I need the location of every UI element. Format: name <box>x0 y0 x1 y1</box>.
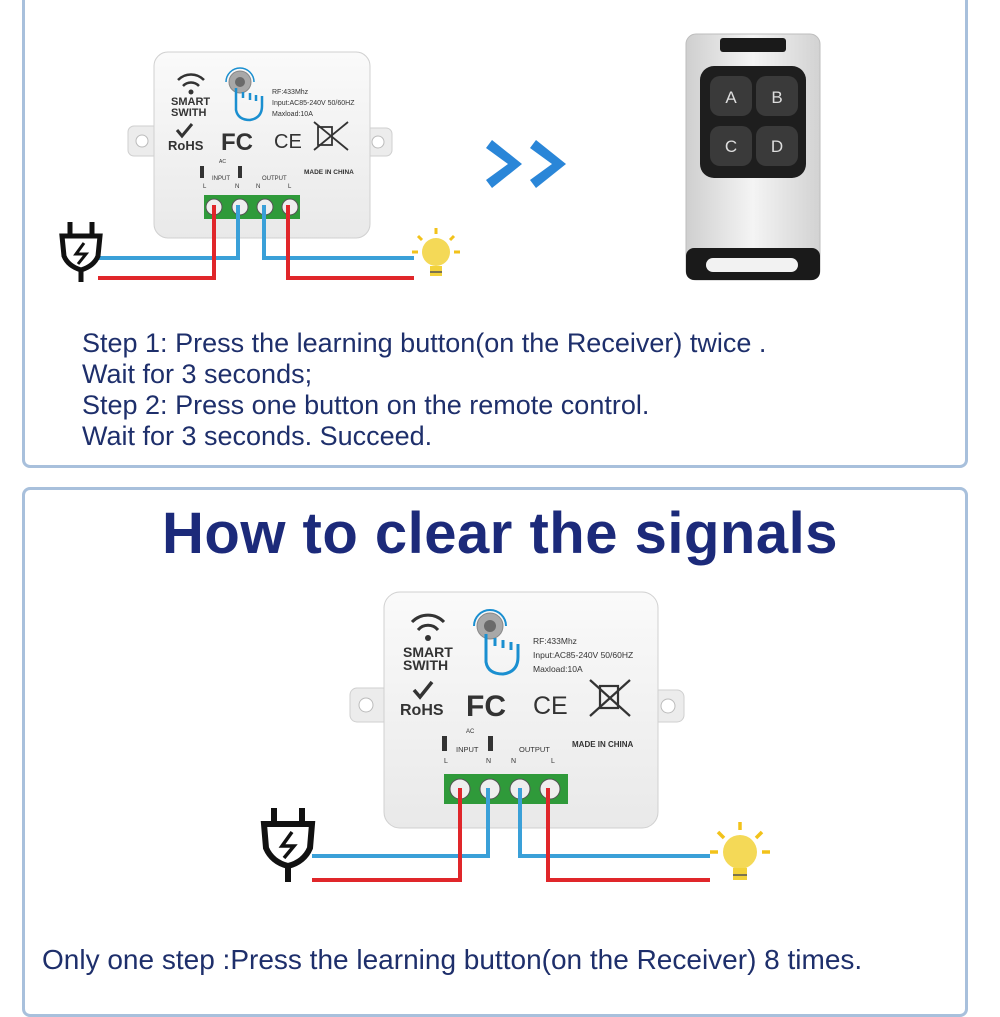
ce-mark: CE <box>533 692 568 720</box>
maxload-spec: Maxload:10A <box>533 664 583 674</box>
remote-control <box>685 33 821 281</box>
weee-bin-icon <box>313 121 349 151</box>
svg-text:C: C <box>725 137 737 156</box>
fc-mark: FC <box>466 690 506 723</box>
input-spec: Input:AC85-240V 50/60HZ <box>533 650 633 660</box>
clear-signals-title: How to clear the signals <box>162 501 838 566</box>
receiver-top: SMART SWITH RF:433Mhz Input:AC85-240V 50… <box>127 51 393 239</box>
svg-text:D: D <box>771 137 783 156</box>
weee-bin-icon <box>589 679 631 717</box>
terminal-n2-label: N <box>256 184 260 190</box>
terminal-n2-label: N <box>511 758 516 765</box>
terminal-l-label: L <box>203 184 207 190</box>
made-in-label: MADE IN CHINA <box>572 740 634 749</box>
input-label: INPUT <box>456 745 479 754</box>
output-label: OUTPUT <box>262 176 287 182</box>
remote-button-b[interactable]: B <box>756 76 798 116</box>
brand-line1: SMART <box>403 644 453 660</box>
power-plug-icon <box>59 222 103 282</box>
step-line-4: Wait for 3 seconds. Succeed. <box>82 421 433 451</box>
input-label: INPUT <box>212 176 230 182</box>
check-icon <box>175 123 194 139</box>
remote-button-a[interactable]: A <box>710 76 752 116</box>
hand-press-icon <box>473 609 520 676</box>
pairing-instructions: Step 1: Press the learning button(on the… <box>82 328 766 452</box>
rf-spec: RF:433Mhz <box>533 636 577 646</box>
terminal-l2-label: L <box>551 758 555 765</box>
remote-button-c[interactable]: C <box>710 126 752 166</box>
made-in-label: MADE IN CHINA <box>304 169 354 176</box>
terminal-n-label: N <box>486 758 491 765</box>
terminal-l2-label: L <box>288 184 292 190</box>
step-line-3: Step 2: Press one button on the remote c… <box>82 390 650 420</box>
fc-mark: FC <box>221 129 253 156</box>
clear-signals-instruction: Only one step :Press the learning button… <box>42 944 863 975</box>
terminal-n-label: N <box>235 184 239 190</box>
wiring-top <box>98 205 414 280</box>
check-icon <box>412 680 434 700</box>
step-line-1: Step 1: Press the learning button(on the… <box>82 328 767 358</box>
wiring-bottom <box>312 788 710 882</box>
rf-spec: RF:433Mhz <box>272 89 309 96</box>
remote-button-d[interactable]: D <box>756 126 798 166</box>
step-line-2: Wait for 3 seconds; <box>82 359 313 389</box>
power-plug-icon <box>260 808 316 882</box>
input-spec: Input:AC85-240V 50/60HZ <box>272 100 355 107</box>
svg-text:A: A <box>725 88 737 107</box>
rohs-mark: RoHS <box>168 138 204 153</box>
ac-label: AC <box>219 159 226 165</box>
receiver-bottom: SMART SWITH RF:433Mhz Input:AC85-240V 50… <box>349 591 685 829</box>
rohs-mark: RoHS <box>400 702 444 719</box>
hand-press-icon <box>225 67 264 122</box>
light-bulb-icon <box>710 822 770 880</box>
light-bulb-icon <box>412 228 460 276</box>
output-label: OUTPUT <box>519 745 550 754</box>
ac-label: AC <box>466 729 475 735</box>
maxload-spec: Maxload:10A <box>272 111 313 118</box>
brand-line2: SWITH <box>403 657 448 673</box>
brand-line2: SWITH <box>171 107 206 119</box>
double-chevron-icon <box>486 140 566 188</box>
ce-mark: CE <box>274 131 302 153</box>
svg-text:B: B <box>771 88 782 107</box>
wifi-icon <box>177 73 205 87</box>
terminal-l-label: L <box>444 758 448 765</box>
wifi-icon <box>410 613 446 632</box>
brand-line1: SMART <box>171 96 210 108</box>
